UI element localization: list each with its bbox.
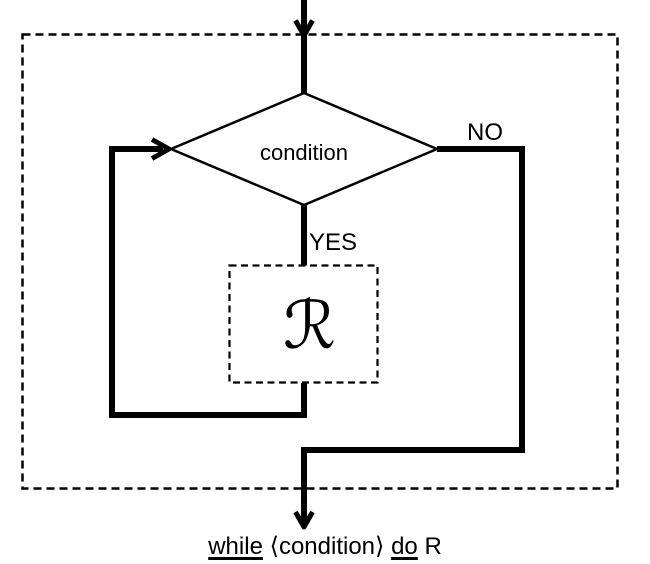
caption-while-keyword: while <box>208 533 263 560</box>
caption: while ⟨condition⟩ do R <box>0 533 650 561</box>
condition-label: condition <box>259 140 349 165</box>
down-arrowhead-icon <box>293 19 315 38</box>
caption-condition-expression: ⟨condition⟩ <box>269 533 385 560</box>
no-exit-flow-line <box>301 146 525 525</box>
caption-do-keyword: do <box>391 533 418 560</box>
body-dashed-box <box>228 264 379 384</box>
body-script-r-symbol: ℛ <box>283 287 336 364</box>
yes-branch-label: YES <box>309 229 358 256</box>
no-branch-label: NO <box>467 119 503 146</box>
loop-back-flow-line <box>109 146 307 418</box>
caption-body-name: R <box>424 533 442 560</box>
exit-down-arrowhead-icon <box>293 510 315 530</box>
condition-decision-diamond <box>167 91 441 207</box>
outer-dashed-border <box>21 33 619 490</box>
